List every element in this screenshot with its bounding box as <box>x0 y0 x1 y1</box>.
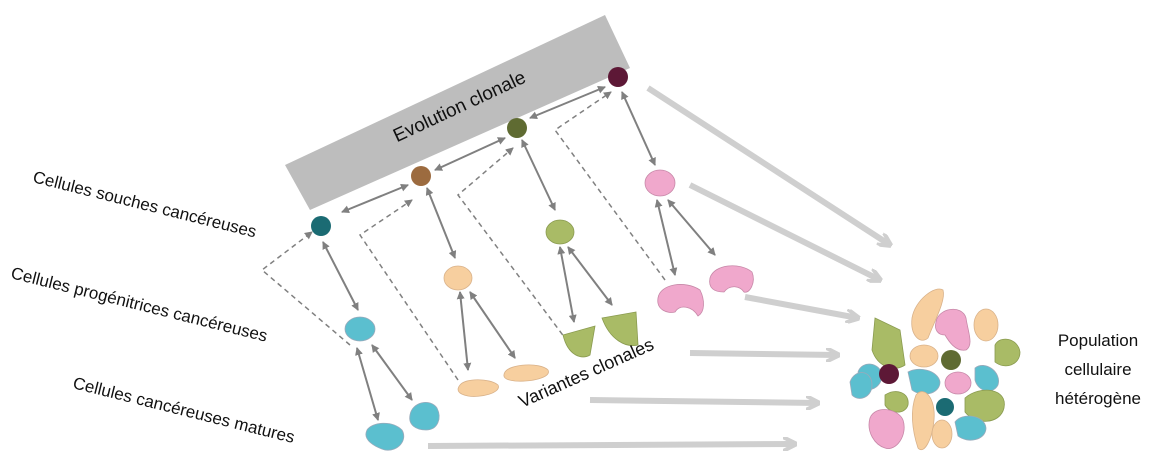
big-arrow <box>689 353 838 355</box>
heterogeneous-population <box>849 288 1021 451</box>
lineage-teal <box>311 216 440 451</box>
population-cell <box>941 350 961 370</box>
double-arrow <box>469 291 516 359</box>
population-cell <box>954 415 987 441</box>
population-cell <box>935 309 971 351</box>
population-line-1: Population <box>1058 331 1138 350</box>
evolution-banner: Evolution clonale <box>285 15 630 210</box>
double-arrow <box>425 187 457 259</box>
label-population: Population cellulaire hétérogène <box>1055 331 1141 408</box>
population-cell <box>884 391 909 413</box>
population-cell <box>944 371 972 395</box>
convergence-arrows <box>427 85 890 446</box>
progenitor-cell <box>545 219 575 245</box>
stem-cell <box>608 67 628 87</box>
double-arrow <box>667 199 716 256</box>
population-cell <box>907 368 941 395</box>
label-stem-cells: Cellules souches cancéreuses <box>31 167 258 241</box>
population-cell <box>871 317 906 369</box>
population-cell <box>912 391 935 451</box>
lineage-peach <box>411 166 549 397</box>
dashed-connector <box>456 147 569 343</box>
progenitor-cell <box>443 265 473 291</box>
population-cell <box>973 308 999 342</box>
lineage-green <box>507 118 639 358</box>
double-arrow <box>621 91 656 166</box>
stem-cell <box>507 118 527 138</box>
population-cell <box>936 398 954 416</box>
population-cell <box>849 372 873 399</box>
population-cell <box>879 364 899 384</box>
double-arrow <box>322 241 359 311</box>
double-arrow <box>371 344 413 401</box>
label-progenitor-cells: Cellules progénitrices cancéreuses <box>9 263 269 345</box>
double-arrow <box>567 246 613 306</box>
mature-cell <box>601 311 639 347</box>
big-arrow <box>427 444 795 446</box>
big-arrow <box>688 182 880 280</box>
mature-cell <box>503 364 549 382</box>
progenitor-cell <box>344 316 376 342</box>
population-cell <box>868 409 905 449</box>
big-arrow <box>646 85 890 245</box>
label-mature-cells: Cellules cancéreuses matures <box>71 373 297 447</box>
population-line-3: hétérogène <box>1055 389 1141 408</box>
double-arrow <box>529 85 606 120</box>
big-arrow <box>589 400 818 403</box>
mature-cell <box>657 284 704 317</box>
mature-cell <box>409 401 440 431</box>
mature-cell <box>365 422 405 451</box>
mature-cell <box>709 265 754 293</box>
stem-cell <box>411 166 431 186</box>
population-line-2: cellulaire <box>1064 360 1131 379</box>
dashed-connector <box>260 231 351 346</box>
mature-cell <box>457 379 499 397</box>
stem-cell <box>311 216 331 236</box>
population-cell <box>911 288 944 341</box>
population-cell <box>909 344 939 368</box>
population-cell <box>974 365 999 392</box>
big-arrow <box>744 294 858 318</box>
double-arrow <box>654 199 678 276</box>
lineage-pink <box>608 67 754 317</box>
double-arrow <box>434 137 506 171</box>
population-cell <box>931 419 953 449</box>
double-arrow <box>456 291 472 371</box>
transition-arrows <box>322 85 716 421</box>
population-cell <box>994 338 1021 367</box>
double-arrow <box>521 139 556 211</box>
mature-cell <box>562 325 596 358</box>
double-arrow <box>341 183 409 214</box>
double-arrow <box>355 347 380 421</box>
progenitor-cell <box>644 169 676 197</box>
double-arrow <box>557 246 577 323</box>
